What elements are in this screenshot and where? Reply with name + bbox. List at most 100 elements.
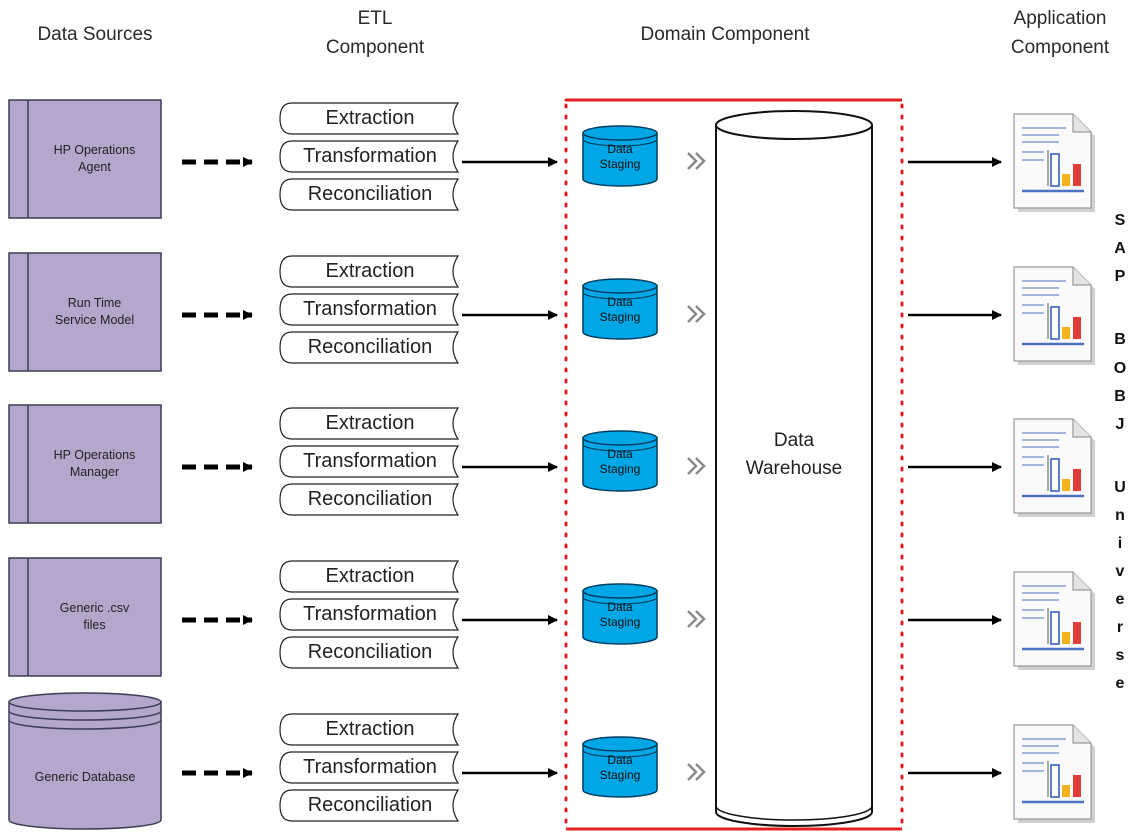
report-document-icon: [1013, 418, 1095, 517]
double-chevron-icon: [695, 610, 706, 628]
etl-step-shape: [279, 713, 460, 746]
etl-step-label: Extraction: [325, 412, 415, 434]
report-document-icon: [1013, 724, 1095, 823]
etl-step-shape: [279, 293, 460, 326]
header-domain-component: Domain Component: [640, 24, 810, 45]
report-document-icon: [1013, 113, 1095, 212]
source-box: [8, 557, 162, 677]
double-chevron-icon: [687, 152, 698, 170]
source-label: HP Operations Agent: [53, 143, 136, 174]
database-ring: [8, 719, 162, 730]
etl-step-shape: [279, 407, 460, 440]
etl-step-shape: [279, 178, 460, 211]
sap-bobj-universe-letter: e: [1115, 591, 1125, 608]
report-fold: [1072, 114, 1091, 133]
staging-ring: [582, 443, 658, 452]
staging-top: [582, 736, 658, 752]
source-box: [8, 252, 162, 372]
sap-bobj-universe-letter: B: [1114, 331, 1126, 348]
report-bar: [1050, 611, 1060, 645]
etl-step-shape: [279, 102, 460, 135]
etl-step-label: Extraction: [325, 565, 415, 587]
etl-step-shape: [279, 636, 460, 669]
sap-bobj-universe-letter: A: [1114, 240, 1126, 257]
etl-step-shape: [279, 789, 460, 822]
report-bar: [1050, 764, 1060, 798]
report-fold: [1072, 419, 1091, 438]
report-bar: [1050, 153, 1060, 187]
etl-step-label: Transformation: [303, 756, 437, 778]
etl-step-shape: [279, 140, 460, 173]
etl-column: [279, 102, 460, 822]
data-sources-column: [8, 99, 162, 830]
etl-step-label: Reconciliation: [307, 641, 433, 663]
report-bar: [1050, 458, 1060, 492]
staging-top: [582, 125, 658, 141]
application-column: [1013, 113, 1095, 823]
report-bar: [1062, 785, 1070, 797]
sap-bobj-universe-letter: U: [1114, 479, 1126, 496]
etl-step-label: Transformation: [303, 450, 437, 472]
etl-step-label: Reconciliation: [307, 488, 433, 510]
report-bar: [1062, 174, 1070, 186]
report-bar: [1062, 327, 1070, 339]
staging-ring: [582, 138, 658, 147]
source-label: HP Operations Manager: [53, 448, 136, 479]
etl-step-label: Extraction: [325, 718, 415, 740]
source-label: Generic Database: [34, 769, 136, 784]
source-label: Generic .csv files: [59, 601, 130, 632]
etl-step-label: Reconciliation: [307, 794, 433, 816]
double-chevron-icon: [687, 610, 698, 628]
sap-bobj-universe-letter: i: [1117, 535, 1123, 552]
staging-ring: [582, 291, 658, 300]
report-bar: [1062, 632, 1070, 644]
etl-step-shape: [279, 598, 460, 631]
double-chevron-icon: [687, 305, 698, 323]
etl-step-label: Transformation: [303, 298, 437, 320]
double-chevron-icon: [695, 763, 706, 781]
sap-bobj-universe-letter: B: [1114, 388, 1126, 405]
source-box: [8, 99, 162, 219]
report-bar: [1062, 479, 1070, 491]
sap-bobj-universe-letter: s: [1115, 647, 1125, 664]
staging-body: [582, 437, 658, 492]
etl-step-shape: [279, 483, 460, 516]
staging-label: Data Staging: [599, 295, 641, 324]
database-top: [8, 692, 162, 712]
etl-step-shape: [279, 445, 460, 478]
report-fold: [1072, 725, 1091, 744]
warehouse-base-ring: [715, 805, 873, 821]
report-fold: [1072, 572, 1091, 591]
staging-top: [582, 583, 658, 599]
sap-bobj-universe-letter: e: [1115, 675, 1125, 692]
report-bar: [1073, 317, 1081, 339]
report-bar: [1050, 306, 1060, 340]
sap-bobj-universe-letter: P: [1114, 268, 1126, 285]
warehouse-label: Data Warehouse: [745, 430, 843, 479]
sap-bobj-universe-letter: v: [1115, 563, 1125, 580]
etl-step-shape: [279, 255, 460, 288]
report-bar: [1073, 469, 1081, 491]
sap-bobj-universe-letter: S: [1114, 212, 1126, 229]
etl-step-shape: [279, 751, 460, 784]
report-document-icon: [1013, 266, 1095, 365]
warehouse-body: [715, 125, 873, 827]
sap-bobj-universe-letter: n: [1115, 507, 1125, 524]
header-data-sources: Data Sources: [37, 24, 153, 45]
sap-bobj-universe-letter: J: [1115, 416, 1125, 433]
double-chevron-icon: [687, 763, 698, 781]
staging-label: Data Staging: [599, 753, 641, 782]
staging-label: Data Staging: [599, 142, 641, 171]
staging-label: Data Staging: [599, 447, 641, 476]
staging-ring: [582, 749, 658, 758]
database-body: [8, 701, 162, 830]
staging-body: [582, 132, 658, 187]
etl-step-label: Reconciliation: [307, 183, 433, 205]
sap-bobj-universe-letter: r: [1116, 619, 1124, 636]
etl-step-label: Extraction: [325, 107, 415, 129]
double-chevron-icon: [695, 457, 706, 475]
etl-step-label: Extraction: [325, 260, 415, 282]
sap-bobj-universe-letter: O: [1113, 360, 1127, 377]
report-fold: [1072, 267, 1091, 286]
header-etl-component: ETL Component: [325, 8, 425, 58]
